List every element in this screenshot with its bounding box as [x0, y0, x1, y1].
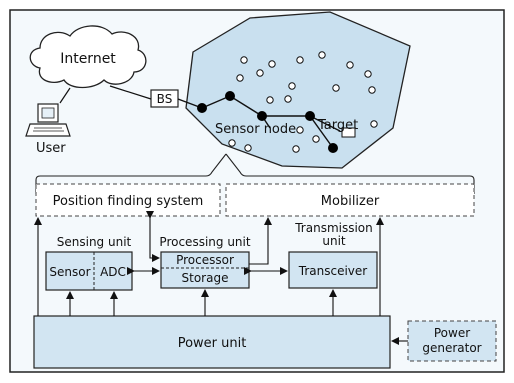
active-node: [328, 143, 338, 153]
idle-node: [292, 145, 300, 153]
idle-node: [244, 144, 252, 152]
idle-node: [228, 139, 236, 147]
sensing-unit-label: Sensing unit: [57, 235, 132, 249]
idle-node: [256, 69, 264, 77]
active-node: [225, 91, 235, 101]
idle-node: [296, 56, 304, 64]
sensor-label: Sensor: [49, 265, 90, 279]
position-finding-system-label: Position finding system: [53, 194, 204, 209]
idle-node: [332, 84, 340, 92]
user-label: User: [36, 141, 66, 156]
target-label: Target: [317, 118, 358, 133]
idle-node: [370, 120, 378, 128]
bs-internet-link: [109, 85, 152, 100]
power-unit-box: [33, 315, 391, 369]
idle-node: [318, 51, 326, 59]
sensing-unit-box: [45, 251, 133, 291]
idle-node: [312, 135, 320, 143]
transmission-unit-label-line1: Transmission: [294, 221, 373, 235]
idle-nodes: [228, 51, 378, 153]
computer-icon: [25, 103, 71, 137]
sensor-node-label: Sensor node: [215, 122, 296, 137]
transceiver-label: Transceiver: [298, 264, 368, 278]
processor-label: Processor: [176, 253, 234, 267]
power-generator-label-line1: Power: [434, 326, 470, 340]
idle-node: [266, 96, 274, 104]
mobilizer-box: [225, 183, 475, 217]
idle-node: [268, 60, 276, 68]
internet-cloud: [29, 25, 147, 89]
processing-unit-label: Processing unit: [159, 235, 250, 249]
mobilizer-label: Mobilizer: [321, 194, 380, 209]
idle-node: [284, 95, 292, 103]
bs-label: BS: [157, 92, 173, 106]
target-marker: [341, 127, 356, 138]
idle-node: [296, 126, 304, 134]
zoom-brace: [35, 153, 475, 194]
active-node: [197, 103, 207, 113]
active-nodes: [197, 91, 338, 153]
active-node: [305, 111, 315, 121]
storage-label: Storage: [182, 271, 229, 285]
idle-node: [288, 82, 296, 90]
power-supply-arrows: [34, 217, 384, 316]
power-unit-label: Power unit: [178, 336, 247, 351]
internet-label: Internet: [60, 51, 116, 67]
idle-node: [364, 70, 372, 78]
position-finding-system-box: [35, 183, 221, 217]
idle-node: [368, 86, 376, 94]
power-generator-box: [407, 320, 497, 362]
user-internet-link: [59, 87, 71, 104]
idle-node: [236, 74, 244, 82]
data-flow-arrows: [127, 211, 288, 275]
idle-node: [346, 61, 354, 69]
transmission-unit-label-line2: unit: [322, 234, 346, 248]
transceiver-box: [288, 251, 378, 289]
power-generator-label-line2: generator: [422, 341, 481, 355]
adc-label: ADC: [100, 265, 126, 279]
idle-node: [240, 56, 248, 64]
active-node: [257, 111, 267, 121]
